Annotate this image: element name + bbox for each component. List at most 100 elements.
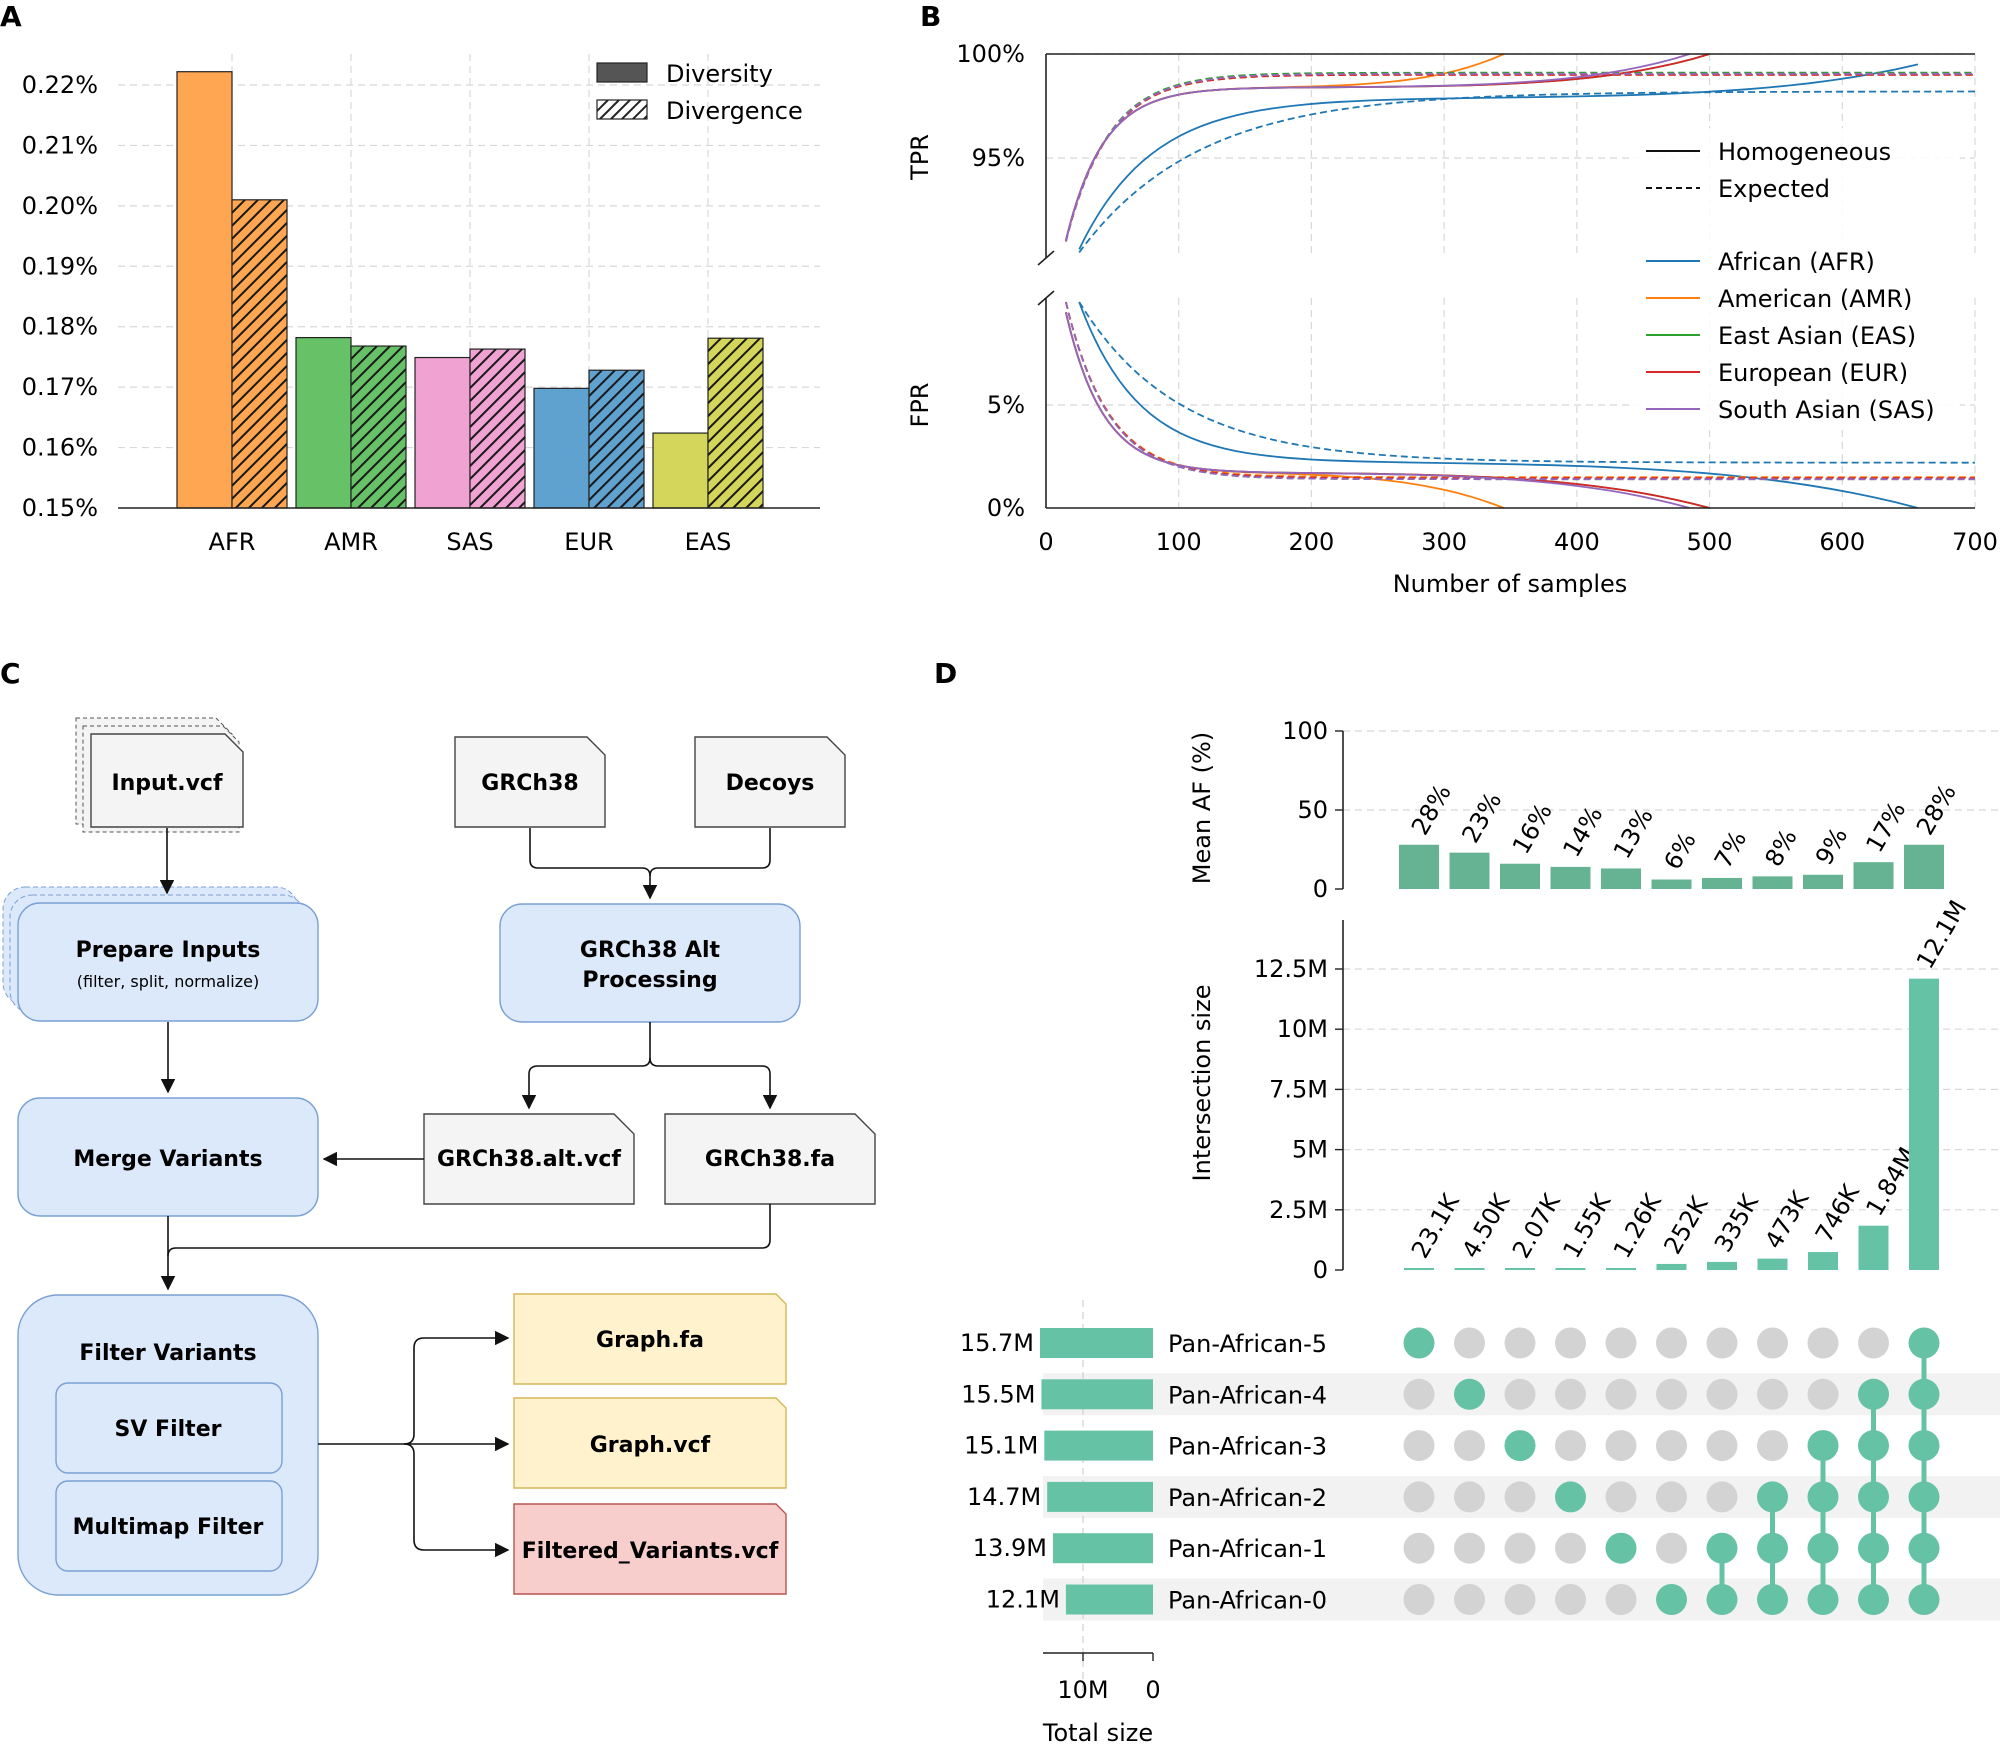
divergence-hatch-sas xyxy=(470,349,525,508)
divergence-hatch-eur-line xyxy=(589,443,644,502)
matrix-dot-inactive xyxy=(1757,1430,1788,1462)
panel-b-fpr-tick-label: 0% xyxy=(987,494,1025,522)
matrix-dot-inactive xyxy=(1403,1378,1435,1410)
matrix-dot-inactive xyxy=(1403,1584,1435,1615)
mean-af-bar xyxy=(1651,879,1692,889)
tpr-expected-line xyxy=(1065,71,1975,242)
multimap-filter-node xyxy=(55,1480,283,1572)
matrix-dot-active xyxy=(1858,1378,1889,1410)
grch38-alt-vcf-node: GRCh38.alt.vcf xyxy=(423,1113,635,1205)
decoys-node: Decoys xyxy=(694,736,846,828)
matrix-dot-inactive xyxy=(1605,1481,1637,1513)
divergence-hatch-afr-line xyxy=(232,325,287,384)
intersection-bar xyxy=(1606,1268,1636,1270)
divergence-hatch-afr-line xyxy=(232,221,287,280)
divergence-hatch-afr-line xyxy=(232,403,287,462)
set-name-label: Pan-African-1 xyxy=(1168,1535,1327,1563)
legend-hatch-line xyxy=(621,100,642,119)
intersection-tick-label: 2.5M xyxy=(1269,1196,1328,1224)
divergence-hatch-eur-line xyxy=(589,378,644,437)
matrix-dot-inactive xyxy=(1454,1481,1485,1513)
total-size-label: 15.5M xyxy=(961,1380,1035,1408)
matrix-dot-inactive xyxy=(1504,1584,1536,1615)
tpr-expected-line xyxy=(1078,90,1975,253)
diversity-bar-eur xyxy=(533,387,590,509)
divergence-hatch-eas-line xyxy=(798,338,968,508)
divergence-hatch-eas-line xyxy=(708,359,763,418)
panel-d-letter: D xyxy=(934,657,957,690)
fpr-homogeneous-line xyxy=(1078,301,1919,509)
matrix-dot-inactive xyxy=(1555,1430,1586,1462)
panel-a-x-tick-label: EUR xyxy=(564,528,613,556)
mean-af-bar xyxy=(1752,876,1793,889)
divergence-hatch-amr xyxy=(351,346,406,508)
mean-af-bar-label: 28% xyxy=(1911,780,1962,840)
graph-vcf-label: Graph.vcf xyxy=(590,1433,711,1458)
divergence-hatch-afr-line xyxy=(232,247,287,306)
legend-series-label: East Asian (EAS) xyxy=(1718,322,1916,350)
divergence-hatch-afr-line xyxy=(232,312,287,371)
fpr-homogeneous-line xyxy=(1065,312,1690,509)
divergence-hatch-eas-line xyxy=(708,372,763,431)
divergence-hatch-eas-line xyxy=(719,463,763,508)
divergence-hatch-afr-line xyxy=(232,351,287,410)
matrix-dot-inactive xyxy=(1706,1327,1738,1359)
panel-d-int-label: Intersection size xyxy=(1188,985,1216,1182)
matrix-dot-active xyxy=(1908,1584,1940,1615)
diversity-bar-afr xyxy=(176,71,233,509)
legend-hatch xyxy=(597,100,647,119)
panel-b-axes xyxy=(1037,53,1975,509)
legend-divergence-label: Divergence xyxy=(666,97,803,125)
matrix-dot-active xyxy=(1908,1430,1940,1462)
matrix-dot-inactive xyxy=(1504,1378,1536,1410)
mean-af-bar-label: 28% xyxy=(1406,780,1457,840)
set-name-label: Pan-African-5 xyxy=(1168,1330,1327,1358)
matrix-dot-active xyxy=(1858,1584,1889,1615)
divergence-hatch-sas-line xyxy=(470,383,525,442)
divergence-hatch-eur-line xyxy=(619,482,644,509)
panel-a-y-tick-label: 0.21% xyxy=(22,131,98,159)
panel-b-x-tick-label: 500 xyxy=(1687,528,1733,556)
matrix-dot-inactive xyxy=(1454,1327,1485,1359)
tpr-expected-line xyxy=(1065,73,1975,242)
legend-hatch-line xyxy=(597,100,598,102)
fpr-homogeneous-line xyxy=(1065,312,1505,509)
intersection-bar-label: 1.55K xyxy=(1557,1188,1616,1263)
intersection-bar-label: 4.50K xyxy=(1456,1188,1515,1263)
matrix-dot-active xyxy=(1605,1532,1637,1564)
divergence-hatch-eas-line xyxy=(708,385,763,444)
diversity-bar-sas xyxy=(414,356,471,509)
intersection-tick-label: 0 xyxy=(1313,1256,1328,1284)
divergence-hatch-afr-line xyxy=(232,442,287,501)
divergence-hatch-afr-line xyxy=(232,299,287,358)
intersection-bar-label: 252K xyxy=(1658,1191,1714,1259)
total-size-bar xyxy=(1041,1379,1153,1410)
alt-processing-line2: Processing xyxy=(582,968,717,993)
totals-tick-label: 0 xyxy=(1145,1676,1160,1704)
intersection-bar xyxy=(1505,1268,1535,1270)
legend-series-label: American (AMR) xyxy=(1718,285,1912,313)
prepare-inputs-label: Prepare Inputs xyxy=(76,938,261,963)
panel-b-x-tick-label: 100 xyxy=(1156,528,1202,556)
panel-b-x-tick-label: 700 xyxy=(1952,528,1998,556)
mean-af-bar xyxy=(1853,862,1894,889)
panel-a-x-tick-label: AMR xyxy=(324,528,378,556)
panel-a-y-tick-label: 0.19% xyxy=(22,252,98,280)
panel-a-y-tick-label: 0.16% xyxy=(22,434,98,462)
set-name-label: Pan-African-0 xyxy=(1168,1587,1327,1615)
matrix-dot-inactive xyxy=(1555,1378,1586,1410)
matrix-dot-inactive xyxy=(1605,1327,1637,1359)
matrix-dot-inactive xyxy=(1706,1378,1738,1410)
matrix-dot-inactive xyxy=(1656,1327,1687,1359)
matrix-dot-active xyxy=(1908,1532,1940,1564)
fpr-expected-line xyxy=(1078,301,1975,464)
panel-d-matrix xyxy=(1403,1327,1940,1615)
mean-af-bar xyxy=(1449,852,1490,889)
grch38-fa-node: GRCh38.fa xyxy=(664,1113,876,1205)
matrix-dot-inactive xyxy=(1605,1430,1637,1462)
divergence-hatch-eas xyxy=(708,338,968,508)
divergence-hatch-amr-line xyxy=(357,458,406,508)
